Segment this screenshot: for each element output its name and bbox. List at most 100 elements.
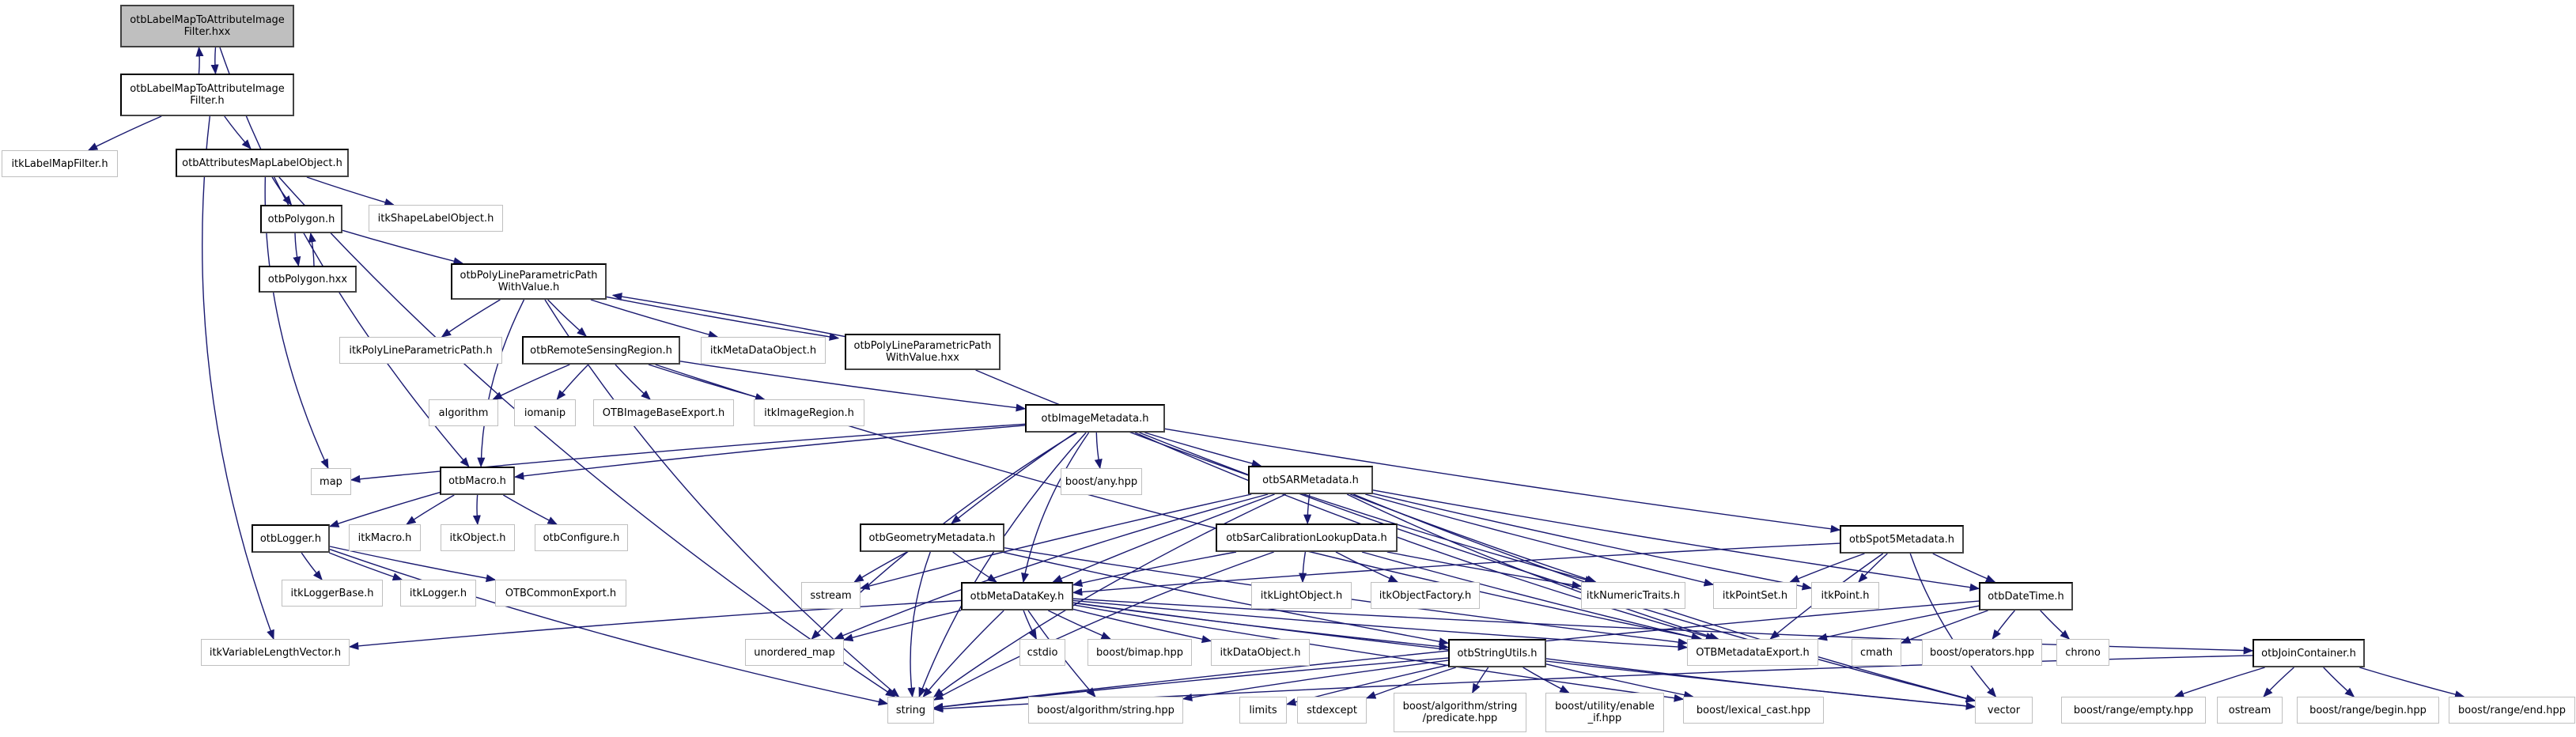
graph-node-hxx[interactable]: otbLabelMapToAttributeImage Filter.hxx: [120, 5, 294, 47]
edge-sarCalib-to-string: [932, 551, 1274, 701]
graph-node-object-factory: itkObjectFactory.h: [1371, 582, 1480, 609]
edge-imageMetadata-to-string: [918, 432, 1087, 698]
graph-node-itk-macro: itkMacro.h: [349, 524, 421, 551]
graph-node-sar-metadata[interactable]: otbSARMetadata.h: [1248, 466, 1373, 494]
edge-sarMetadata-to-metaDataKey: [1052, 493, 1275, 583]
graph-node-stdexcept: stdexcept: [1297, 697, 1367, 724]
graph-node-image-region: itkImageRegion.h: [754, 399, 864, 426]
graph-node-meta-data-object: itkMetaDataObject.h: [701, 337, 826, 364]
edge-polygonhxx-to-polygon: [308, 232, 316, 266]
graph-node-vector: vector: [1975, 697, 2033, 724]
graph-node-polyline[interactable]: otbPolyLineParametricPath WithValue.h: [451, 263, 607, 300]
graph-node-logger[interactable]: otbLogger.h: [252, 524, 330, 553]
edge-sarCalib-to-objectFactory: [1335, 551, 1399, 583]
graph-node-polygonhxx[interactable]: otbPolygon.hxx: [259, 266, 357, 293]
graph-node-date-time[interactable]: otbDateTime.h: [1979, 582, 2073, 610]
graph-node-h[interactable]: otbLabelMapToAttributeImage Filter.h: [120, 74, 294, 116]
graph-node-geom-metadata[interactable]: otbGeometryMetadata.h: [860, 523, 1004, 552]
edge-stringUtils-to-stdexcept: [1365, 667, 1456, 699]
edge-polyline-to-polylinehxx: [600, 295, 840, 341]
edge-stringUtils-to-lexicalCast: [1545, 663, 1694, 699]
edge-macro-to-itkObject: [472, 494, 481, 526]
graph-node-logger-base: itkLoggerBase.h: [282, 580, 383, 607]
edge-imageMetadata-to-macro: [513, 425, 1026, 480]
edge-joinContainer-to-ostream: [2263, 667, 2294, 697]
graph-node-spot5[interactable]: otbSpot5Metadata.h: [1840, 525, 1964, 554]
edge-rsRegion-to-iomanip: [556, 364, 589, 400]
graph-node-itk-poly-line: itkPolyLineParametricPath.h: [339, 337, 502, 364]
edge-sarMetadata-to-dateTime: [1372, 489, 1980, 591]
graph-node-cstdio: cstdio: [1019, 639, 1065, 666]
graph-node-sar-calib[interactable]: otbSarCalibrationLookupData.h: [1216, 523, 1398, 552]
edge-hxx-to-h: [210, 47, 219, 75]
edge-joinContainer-to-rangeEnd: [2359, 667, 2465, 699]
graph-node-ostream: ostream: [2217, 697, 2283, 724]
graph-node-itk-object: itkObject.h: [441, 524, 515, 551]
graph-node-boost-algo-string: boost/algorithm/string.hpp: [1028, 697, 1183, 724]
graph-node-bimap: boost/bimap.hpp: [1088, 639, 1192, 666]
edge-imageMetadata-to-boostAny: [1094, 432, 1103, 470]
graph-node-boost-operators: boost/operators.hpp: [1922, 639, 2042, 666]
graph-node-configure: otbConfigure.h: [535, 524, 628, 551]
edge-stringUtils-to-boostPredicate: [1472, 667, 1489, 694]
graph-node-data-object: itkDataObject.h: [1211, 639, 1310, 666]
graph-node-attr-map[interactable]: otbAttributesMapLabelObject.h: [176, 149, 349, 177]
edge-sarCalib-to-metaDataKey: [1072, 551, 1237, 588]
edge-imageMetadata-to-sarMetadata: [1144, 432, 1262, 467]
graph-node-macro[interactable]: otbMacro.h: [440, 467, 515, 495]
edge-macro-to-itkMacro: [406, 494, 455, 525]
edge-imageMetadata-to-geomMetadata: [951, 432, 1076, 524]
edge-stringUtils-to-boostEnableIf: [1523, 667, 1570, 694]
edge-stringUtils-to-vector: [1545, 658, 1976, 710]
edge-geomMetadata-to-metaDataKey: [952, 551, 997, 583]
edge-metaDataKey-to-varLenVector: [348, 599, 962, 650]
graph-node-limits: limits: [1239, 697, 1287, 724]
edge-polyline-to-metaDataObject: [590, 299, 719, 338]
edge-joinContainer-to-rangeEmpty: [2173, 667, 2265, 698]
edge-sarCalib-to-lightObject: [1299, 551, 1307, 584]
graph-node-unordered-map: unordered_map: [745, 639, 844, 666]
graph-node-iomanip: iomanip: [514, 399, 576, 426]
edge-h-to-attrMap: [224, 115, 252, 149]
graph-node-itk-point: itkPoint.h: [1811, 582, 1879, 609]
edge-metaDataKey-to-dataObject: [1072, 608, 1212, 644]
graph-node-rs-region[interactable]: otbRemoteSensingRegion.h: [522, 336, 680, 365]
graph-node-var-len-vector: itkVariableLengthVector.h: [201, 639, 350, 666]
graph-node-numeric-traits: itkNumericTraits.h: [1581, 582, 1685, 609]
graph-node-itk-label-map-filter: itkLabelMapFilter.h: [2, 150, 118, 177]
graph-node-range-begin: boost/range/begin.hpp: [2297, 697, 2439, 724]
edge-metaDataKey-to-metadataExport: [1072, 599, 1689, 652]
graph-node-metadata-export: OTBMetadataExport.h: [1687, 639, 1818, 666]
edge-imageMetadata-to-metadataExport: [1134, 432, 1716, 641]
edge-imageMetadata-to-metaDataKey: [1021, 432, 1090, 584]
edge-rsRegion-to-imgBaseExport: [615, 364, 651, 400]
edge-logger-to-loggerBase: [301, 552, 323, 580]
graph-node-chrono: chrono: [2056, 639, 2109, 666]
graph-node-image-metadata[interactable]: otbImageMetadata.h: [1025, 404, 1165, 433]
edge-polyline-to-rsRegion: [547, 299, 588, 337]
graph-node-polygon[interactable]: otbPolygon.h: [260, 205, 342, 233]
edge-polylinehxx-to-polyline: [611, 293, 852, 338]
edge-logger-to-itkLogger: [328, 552, 403, 581]
edge-metaDataKey-to-cstdio: [1023, 610, 1037, 641]
graph-node-sstream: sstream: [801, 582, 861, 609]
edge-sarMetadata-to-sarCalib: [1303, 493, 1312, 525]
edge-dateTime-to-boostOperators: [1992, 610, 2015, 641]
graph-node-string-utils[interactable]: otbStringUtils.h: [1448, 639, 1546, 667]
edge-stringUtils-to-string: [932, 657, 1449, 711]
edge-geomMetadata-to-stringUtils: [1001, 551, 1450, 646]
edge-polyline-to-macro: [477, 299, 525, 468]
edge-h-to-varLenVector: [202, 115, 274, 641]
graph-node-polylinehxx[interactable]: otbPolyLineParametricPath WithValue.hxx: [845, 334, 1001, 370]
edge-spot5-to-dateTime: [1932, 553, 1996, 583]
graph-node-join-container[interactable]: otbJoinContainer.h: [2253, 639, 2365, 667]
edge-rsRegion-to-algorithm: [492, 364, 570, 400]
edge-spot5-to-pointSet: [1789, 553, 1865, 583]
graph-node-meta-data-key[interactable]: otbMetaDataKey.h: [961, 582, 1073, 610]
edge-spot5-to-vector: [1909, 553, 1997, 697]
edge-attrMap-to-polygon: [271, 176, 293, 206]
edge-metaDataKey-to-lexicalCast: [1072, 604, 1685, 702]
edge-dateTime-to-cmath: [1900, 610, 1988, 644]
graph-node-boost-any: boost/any.hpp: [1061, 468, 1142, 495]
edge-sarCalib-to-metadataExport: [1361, 551, 1702, 641]
